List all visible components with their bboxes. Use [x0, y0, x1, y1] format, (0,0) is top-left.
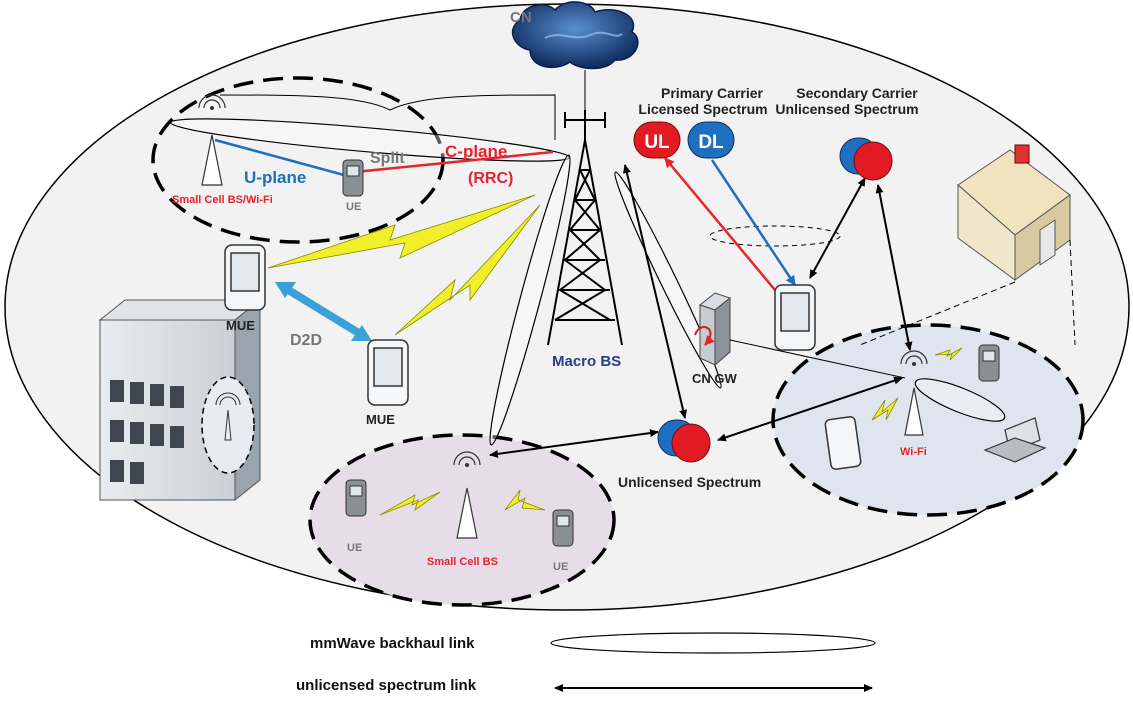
- ue-label: UE: [347, 542, 362, 554]
- tablet-icon: [824, 416, 862, 470]
- split-bracket: [219, 94, 556, 140]
- building-icon: [98, 298, 262, 502]
- tower-icon: [547, 110, 623, 346]
- licensed-spectrum-label: Licensed Spectrum: [638, 101, 767, 117]
- macro-bs-label: Macro BS: [552, 353, 621, 370]
- secondary-carrier-label: Secondary Carrier: [796, 85, 918, 101]
- legend-mmwave-label: mmWave backhaul link: [310, 635, 475, 652]
- antenna-icon: [453, 451, 481, 539]
- small-cell-bs-label: Small Cell BS: [427, 556, 498, 568]
- antenna-icon: [198, 94, 226, 186]
- house-icon: [957, 144, 1071, 281]
- legend-unlicensed-label: unlicensed spectrum link: [296, 677, 477, 694]
- u-plane-line: [214, 138, 356, 180]
- svg-text:UL: UL: [644, 132, 670, 153]
- split-label: Split: [370, 150, 405, 167]
- rrc-label: (RRC): [468, 170, 513, 187]
- phone-icon: [342, 159, 1000, 547]
- mue-label: MUE: [366, 412, 395, 427]
- primary-carrier-label: Primary Carrier: [661, 85, 764, 101]
- d2d-label: D2D: [290, 332, 322, 349]
- mue-label: MUE: [226, 318, 255, 333]
- unlicensed-spectrum-top-label: Unlicensed Spectrum: [775, 101, 918, 117]
- antenna-icon: [900, 350, 928, 436]
- unlicensed-spectrum-label: Unlicensed Spectrum: [618, 474, 761, 490]
- d2d-link: [275, 282, 372, 341]
- wifi-label: Wi-Fi: [900, 446, 927, 458]
- smartphone-icon: [224, 244, 816, 406]
- legend: mmWave backhaul link unlicensed spectrum…: [296, 632, 876, 694]
- ul-spectrum-icon: UL: [633, 121, 681, 159]
- spectrum-icon: [839, 137, 893, 181]
- laptop-icon: [983, 417, 1047, 463]
- u-plane-label: U-plane: [244, 168, 306, 187]
- small-cell-wifi-label: Small Cell BS/Wi-Fi: [172, 194, 273, 206]
- cn-label: CN: [510, 9, 532, 26]
- wifi-area: [771, 323, 1085, 517]
- dl-spectrum-icon: DL: [687, 121, 735, 159]
- c-plane-label: C-plane: [445, 142, 507, 161]
- legend-mmwave-symbol: [550, 632, 876, 654]
- cloud-icon: [511, 1, 639, 70]
- ue-label: UE: [346, 201, 361, 213]
- cn-gw-label: CN GW: [692, 371, 738, 386]
- spectrum-icon: [657, 419, 711, 463]
- server-icon: [694, 292, 732, 367]
- small-cell-wifi-area: [151, 76, 445, 244]
- ue-label: UE: [553, 561, 568, 573]
- c-plane-line: [354, 150, 554, 174]
- svg-text:DL: DL: [698, 132, 724, 153]
